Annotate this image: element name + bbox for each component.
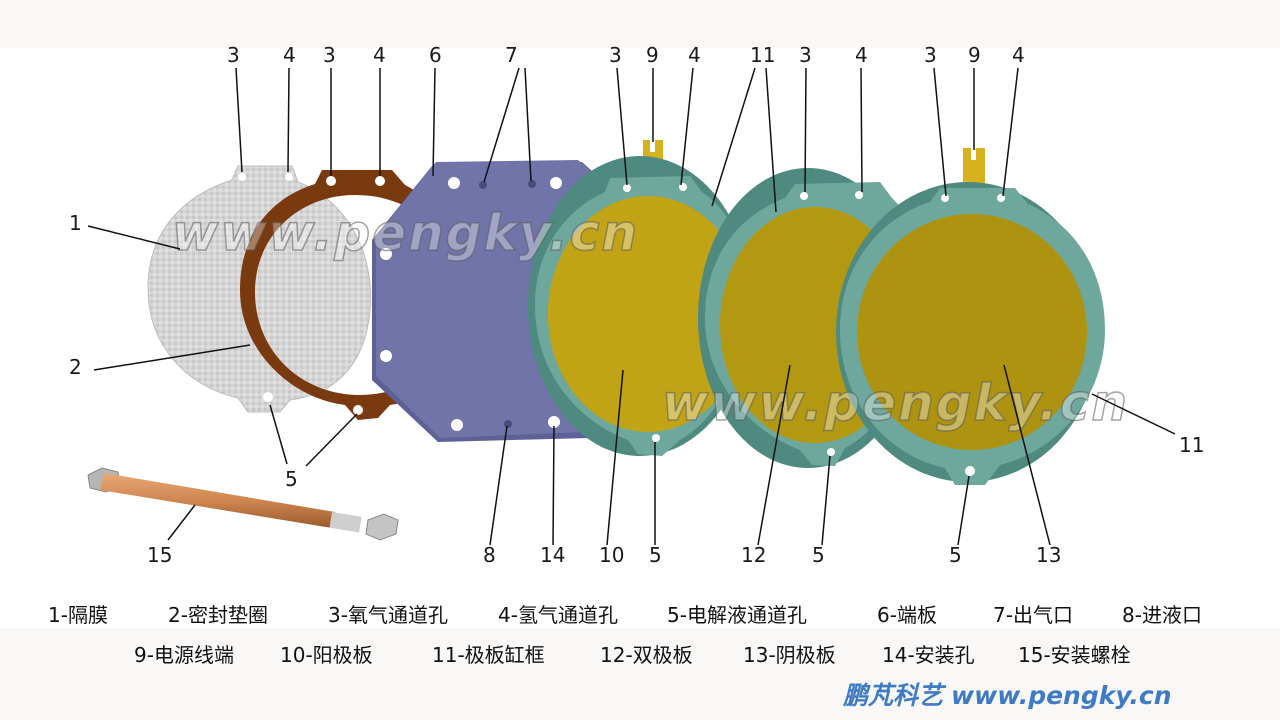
watermark-1: www.pengky.cn <box>172 204 639 262</box>
legend-band <box>0 628 1280 720</box>
callout: 4 <box>855 43 868 67</box>
callout: 5 <box>649 543 662 567</box>
legend-item: 13-阴极板 <box>743 643 836 667</box>
callout: 9 <box>646 43 659 67</box>
legend-item: 10-阳极板 <box>280 643 373 667</box>
callout: 2 <box>69 355 82 379</box>
callout: 1 <box>69 211 82 235</box>
callout: 5 <box>949 543 962 567</box>
legend-item: 3-氧气通道孔 <box>328 603 448 627</box>
callout: 10 <box>599 543 624 567</box>
callout: 6 <box>429 43 442 67</box>
anode-plate <box>528 140 752 456</box>
brand-name: 鹏芃科艺 <box>843 681 944 710</box>
callout: 3 <box>323 43 336 67</box>
callout: 5 <box>285 467 298 491</box>
diaphragm <box>147 165 372 413</box>
brand-url[interactable]: www.pengky.cn <box>951 681 1172 710</box>
callout: 5 <box>812 543 825 567</box>
callout: 13 <box>1036 543 1061 567</box>
legend-item: 1-隔膜 <box>48 603 108 627</box>
sealing-gasket <box>240 170 470 420</box>
callout: 4 <box>373 43 386 67</box>
legend-item: 5-电解液通道孔 <box>667 603 807 627</box>
callout: 8 <box>483 543 496 567</box>
legend-item: 11-极板缸框 <box>432 643 545 667</box>
callout: 11 <box>1179 433 1204 457</box>
callout: 3 <box>609 43 622 67</box>
legend-item: 9-电源线端 <box>134 643 234 667</box>
callout: 15 <box>147 543 172 567</box>
callout-numbers: 3 4 3 4 6 7 3 9 4 11 3 4 3 9 4 1 2 5 15 … <box>69 43 1204 567</box>
legend-item: 8-进液口 <box>1122 603 1202 627</box>
exploded-diagram: www.pengky.cn www.pengky.cn 3 4 3 4 6 7 … <box>69 43 1204 567</box>
top-band <box>0 0 1280 48</box>
leader-lines <box>87 67 1176 546</box>
legend-item: 14-安装孔 <box>882 643 975 667</box>
watermark-2: www.pengky.cn <box>662 374 1129 432</box>
legend-item: 4-氢气通道孔 <box>498 603 618 627</box>
callout: 4 <box>283 43 296 67</box>
callout: 11 <box>750 43 775 67</box>
callout: 9 <box>968 43 981 67</box>
legend-item: 12-双极板 <box>600 643 693 667</box>
callout: 3 <box>227 43 240 67</box>
callout: 14 <box>540 543 565 567</box>
callout: 4 <box>688 43 701 67</box>
legend-item: 15-安装螺栓 <box>1018 643 1131 667</box>
callout: 3 <box>799 43 812 67</box>
legend-item: 6-端板 <box>877 603 937 627</box>
callout: 4 <box>1012 43 1025 67</box>
legend-item: 2-密封垫圈 <box>168 603 268 627</box>
mounting-bolt <box>87 467 399 541</box>
legend-item: 7-出气口 <box>993 603 1073 627</box>
callout: 12 <box>741 543 766 567</box>
callout: 3 <box>924 43 937 67</box>
callout: 7 <box>505 43 518 67</box>
cathode-plate <box>836 148 1105 485</box>
